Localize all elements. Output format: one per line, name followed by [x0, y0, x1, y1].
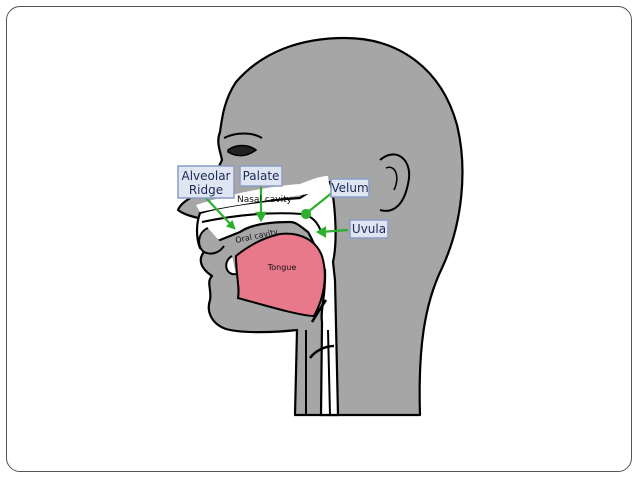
alveolar-ridge-line2: Ridge	[189, 183, 223, 197]
label-uvula: Uvula	[349, 219, 389, 239]
label-alveolar-ridge: Alveolar Ridge	[177, 165, 235, 199]
tongue-text: Tongue	[267, 263, 297, 272]
uvula-text: Uvula	[352, 222, 386, 236]
eye	[227, 144, 258, 157]
alveolar-ridge-leader	[205, 197, 235, 229]
nasal-cavity-text: Nasal cavity	[237, 195, 293, 205]
tongue-shape	[234, 232, 326, 318]
velum-text: Velum	[331, 181, 368, 195]
ear-inner	[385, 166, 398, 191]
nasal-passage	[196, 176, 330, 212]
velum-dot	[300, 208, 312, 220]
uvula-arrowhead	[315, 226, 327, 238]
alveolar-ridge-arrowhead	[225, 219, 236, 230]
label-palate: Palate	[239, 165, 283, 187]
velum-leader	[307, 191, 334, 213]
upper-lip	[198, 227, 225, 255]
ear	[379, 153, 411, 212]
palate-text: Palate	[243, 169, 280, 183]
label-velum: Velum	[330, 178, 370, 198]
trachea-wall	[305, 329, 331, 416]
alveolar-ridge-line1: Alveolar	[182, 169, 231, 183]
palate-arrowhead	[255, 211, 267, 223]
leader-lines	[205, 186, 349, 238]
lower-lip	[225, 255, 237, 276]
palate-line	[201, 212, 323, 235]
vocal-fold	[309, 344, 335, 359]
epiglottis	[310, 299, 328, 323]
eyebrow	[223, 132, 263, 139]
